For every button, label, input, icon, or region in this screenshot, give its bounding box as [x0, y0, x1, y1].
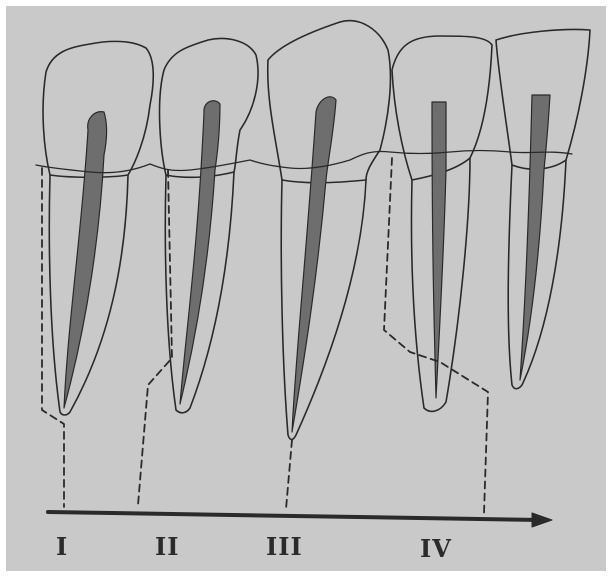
stage-label-4: IV: [420, 534, 452, 563]
tooth-5-outline: [496, 29, 590, 388]
bone-levels: [42, 158, 488, 513]
bone-level-stage-2: [138, 170, 172, 505]
teeth-diagram: [6, 6, 606, 571]
axis-line: [48, 512, 542, 520]
stage-label-3: III: [266, 532, 303, 561]
tooth-1: [43, 41, 153, 415]
gum-line: [36, 151, 572, 173]
tooth-3-canal: [292, 97, 336, 432]
tooth-4: [392, 36, 492, 411]
stage-label-1: I: [56, 532, 68, 561]
stage-label-2: II: [155, 532, 179, 561]
figure-paper: [6, 6, 606, 571]
tooth-2: [160, 39, 258, 413]
tooth-1-canal: [64, 112, 107, 408]
tooth-5-canal: [520, 95, 550, 380]
tooth-3-outline: [268, 21, 391, 440]
tooth-2-canal: [180, 101, 220, 404]
bone-level-stage-3: [286, 440, 292, 509]
axis-arrowhead: [532, 513, 552, 527]
tooth-5: [496, 29, 590, 388]
tooth-4-canal: [432, 102, 446, 398]
tooth-3: [268, 21, 391, 440]
